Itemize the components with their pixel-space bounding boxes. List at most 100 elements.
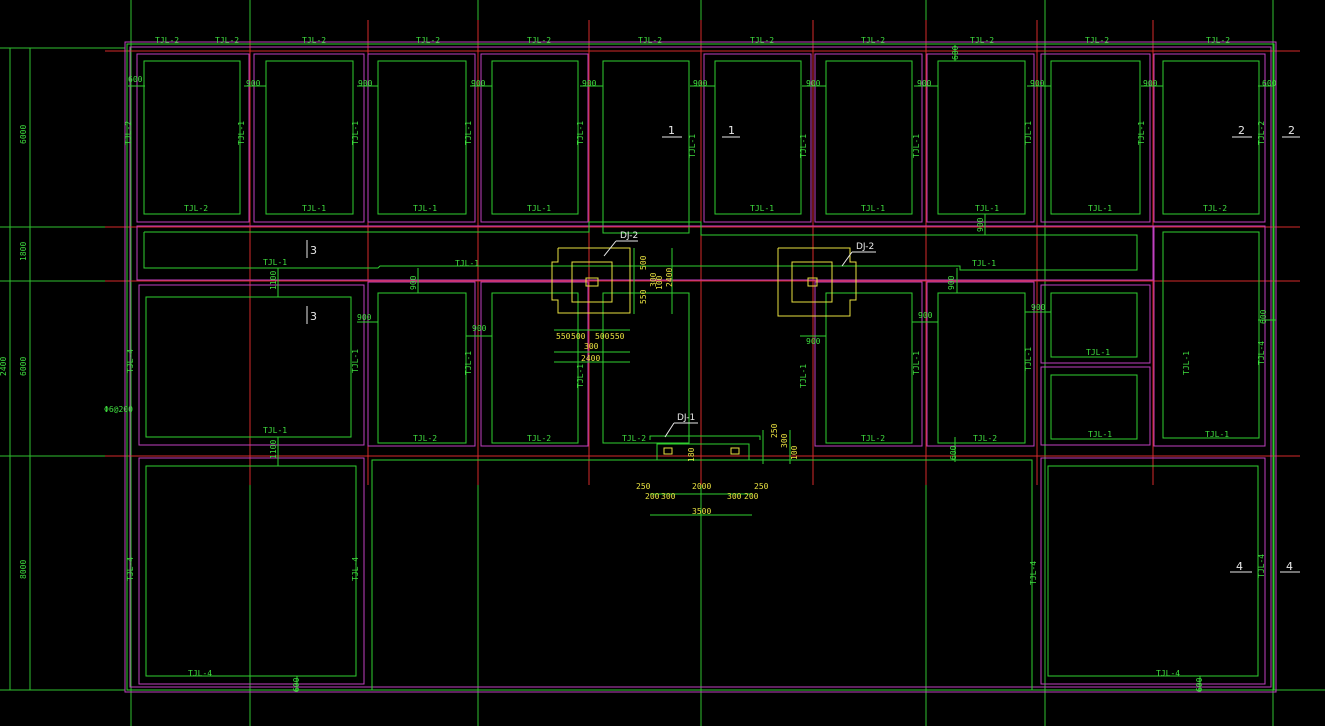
top-beam-label: TJL-2 [215,36,239,45]
section-3-upper: 3 [310,244,317,257]
footing-callouts: DJ-2 DJ-2 DJ-1 [603,231,876,438]
dim-600-right: 600 [1262,79,1277,88]
corridor [136,221,1154,281]
row2-beam-label: TJL-1 [1205,430,1229,439]
dim-900-label: 900 [1143,79,1158,88]
row2-bottom-beam-label: TJL-1 [263,426,287,435]
dim-900-label: 900 [806,337,821,346]
row1-beam-label: TJL-1 [1088,204,1112,213]
dj2-footings [551,247,857,317]
dj1-dim-g: 250 [754,482,769,491]
dim-900-label: 900 [246,79,261,88]
left-dim-2: 1800 [19,242,28,261]
top-beam-label: TJL-2 [750,36,774,45]
row3-rooms [138,457,1266,691]
row1-beam-label: TJL-1 [302,204,326,213]
vertical-beam-label: TJL-4 [1029,561,1038,585]
dj2-dim-v2: 550 [639,289,648,304]
vertical-beam-label: TJL-1 [912,351,921,375]
section-1-right: 1 [728,124,735,137]
top-beam-label: TJL-2 [861,36,885,45]
vertical-beam-label: TJL-1 [799,364,808,388]
corridor-beam-label: TJL-1 [455,259,479,268]
vertical-beam-label: TJL-2 [1257,121,1266,145]
row1-beam-label: TJL-1 [750,204,774,213]
row2-beam-label: TJL-2 [527,434,551,443]
dj2-dim-c: 300 [584,342,599,351]
dim-900-label: 900 [918,311,933,320]
row1-beam-label: TJL-1 [413,204,437,213]
dj1-label: DJ-1 [677,413,695,423]
section-2-left: 2 [1238,124,1245,137]
dim-900-corridor-a: 900 [409,275,418,290]
vertical-beam-label: TJL-2 [124,121,133,145]
dj1-dim-c: 300 [661,492,676,501]
row2-beam-label: TJL-2 [622,434,646,443]
row2-beam-label: TJL-1 [1086,348,1110,357]
dj1-dim-a: 250 [636,482,651,491]
section-4-right: 4 [1286,560,1293,573]
row2-beam-label: TJL-2 [861,434,885,443]
left-dim-1: 6000 [19,125,28,144]
vertical-beam-label: TJL-1 [464,351,473,375]
vertical-beam-label: TJL-1 [1137,121,1146,145]
vertical-beam-label: TJL-1 [237,121,246,145]
dj1-footing [649,435,761,461]
dim-600-right-mid: 600 [1259,309,1268,324]
top-beam-labels: TJL-2 TJL-2 TJL-2 TJL-2 TJL-2 TJL-2 TJL-2 TJL-2… [155,36,1230,45]
top-beam-label: TJL-2 [302,36,326,45]
dj2-label-left: DJ-2 [620,231,638,241]
vertical-beam-label: TJL-1 [1024,121,1033,145]
dim-600-left: 600 [128,75,143,84]
dj2-dim-b: 500 [571,332,586,341]
dj1-dim-e: 300 [727,492,742,501]
dim-900-label: 900 [472,324,487,333]
vertical-beam-label: TJL-1 [351,349,360,373]
section-1-left: 1 [668,124,675,137]
dj2-dim-vtotal: 2400 [665,268,674,287]
row3-right-bottom-label: TJL-4 [1156,669,1180,678]
dim-900-label: 900 [693,79,708,88]
dj2-dim-d: 500 [595,332,610,341]
dim-900-label: 900 [357,313,372,322]
dj1-dim-total: 3500 [692,507,711,516]
row2-beam-label: TJL-2 [413,434,437,443]
row2-beam-label: TJL-1 [1088,430,1112,439]
dj1-dim-d: 2000 [692,482,711,491]
dim-600-row2: 600 [949,445,958,460]
top-beam-label: TJL-2 [155,36,179,45]
dim-900-label: 900 [1031,303,1046,312]
top-beam-label: TJL-2 [527,36,551,45]
dj2-dim-v3: 300 [649,272,658,287]
vertical-beam-label: TJL-1 [688,134,697,158]
vertical-beam-label: TJL-4 [351,557,360,581]
dj1-dim-b: 200 [645,492,660,501]
outer-walls [124,41,1277,693]
vertical-beam-label: TJL-1 [1024,347,1033,371]
top-beam-label: TJL-2 [1206,36,1230,45]
dim-900-corridor-right: 900 [976,217,985,232]
vertical-beam-label: TJL-1 [912,134,921,158]
top-beam-label: TJL-2 [1085,36,1109,45]
row3-left-bottom-label: TJL-4 [188,669,212,678]
row1-beam-label: TJL-1 [527,204,551,213]
dim-600-bottom-right: 600 [1195,677,1204,692]
vertical-beam-label: TJL-4 [126,557,135,581]
section-marks: 1 1 2 2 3 3 4 4 [306,124,1300,573]
left-outer-dim: 2400 [0,357,8,376]
row2-rooms [138,225,1266,447]
section-3-lower: 3 [310,310,317,323]
dim-600-bottom-left: 600 [292,677,301,692]
dj2-dim-total: 2400 [581,354,600,363]
dj1-dim-v2: 250 [770,423,779,438]
vertical-beam-label: TJL-1 [351,121,360,145]
dj1-dim-v1: 180 [687,447,696,462]
dim-900-label: 900 [582,79,597,88]
row2-beam-label: TJL-2 [973,434,997,443]
row1-beam-label: TJL-1 [861,204,885,213]
